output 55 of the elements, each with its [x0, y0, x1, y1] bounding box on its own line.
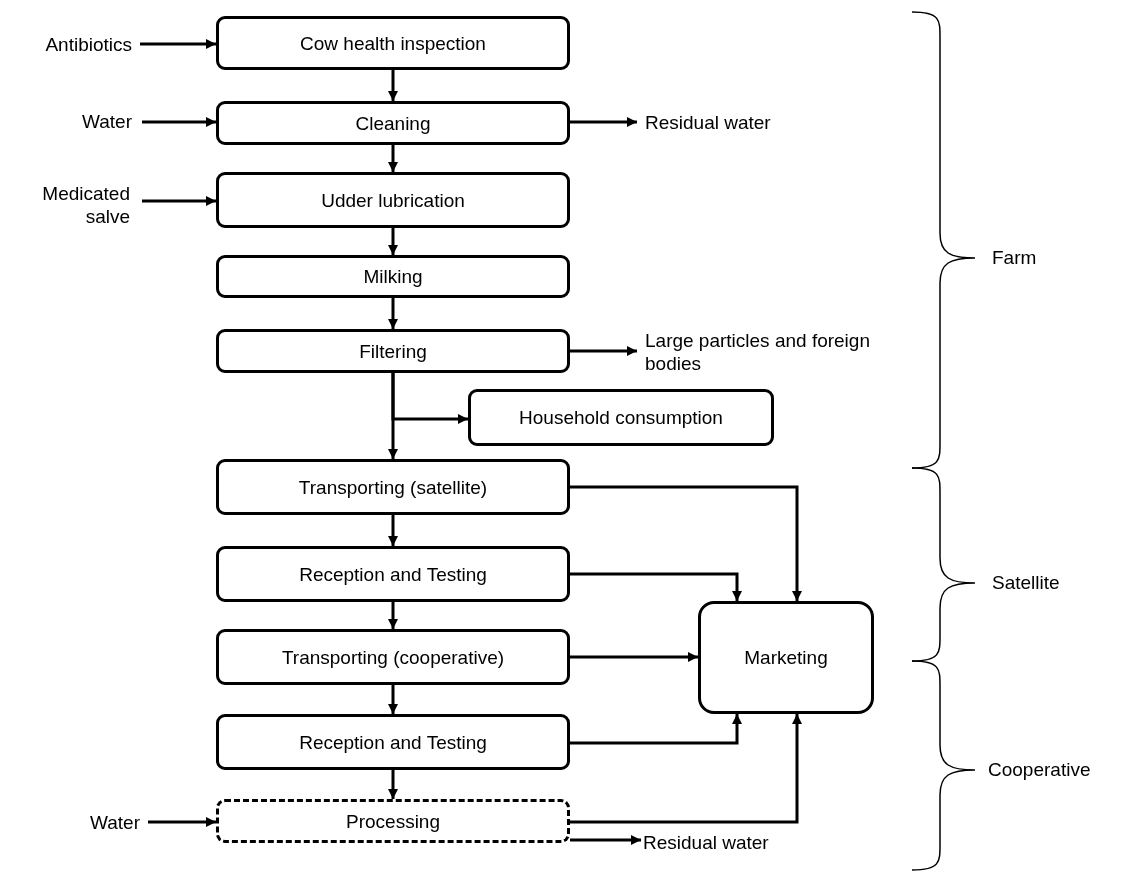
process-label: Udder lubrication: [321, 188, 465, 212]
process-box: [468, 389, 774, 446]
process-label: Transporting (satellite): [298, 475, 488, 499]
process-box: [216, 714, 570, 770]
arrow: [388, 515, 398, 546]
arrow: [388, 685, 398, 714]
arrow: [570, 346, 637, 356]
arrow: [142, 196, 216, 206]
process-label: Marketing: [744, 646, 828, 669]
arrow: [140, 39, 216, 49]
arrow: [388, 602, 398, 629]
flow-label: Water: [90, 810, 140, 834]
arrow: [388, 770, 398, 799]
arrow: [388, 70, 398, 101]
process-box: [216, 546, 570, 602]
process-label: Cleaning: [355, 111, 431, 135]
process-label: Milking: [363, 265, 423, 288]
process-box: [216, 101, 570, 145]
flow-label: Large particles and foreign bodies: [645, 329, 871, 375]
arrow: [388, 373, 398, 459]
arrow: [388, 228, 398, 255]
stage-label: Satellite: [992, 571, 1060, 594]
flow-label: Residual water: [645, 110, 771, 134]
flow-label: Antibiotics: [45, 32, 132, 56]
process-label: Transporting (cooperative): [281, 645, 505, 669]
process-box: [216, 629, 570, 685]
arrow: [570, 117, 637, 127]
dashed-process-box: [216, 799, 570, 843]
process-label: Processing: [346, 809, 440, 833]
process-label: Filtering: [359, 339, 427, 363]
flow-label: Medicated salve: [41, 182, 130, 228]
stage-label: Farm: [992, 246, 1037, 269]
arrow: [388, 298, 398, 329]
arrow: [388, 145, 398, 172]
arrow: [570, 485, 802, 601]
terminal-box: [698, 601, 874, 714]
arrow: [570, 652, 698, 662]
flow-label: Water: [82, 109, 132, 133]
arrow: [148, 817, 216, 827]
arrow: [570, 714, 742, 745]
process-box: [216, 329, 570, 373]
process-label: Reception and Testing: [299, 562, 487, 586]
arrow: [142, 117, 216, 127]
stage-label: Cooperative: [988, 758, 1091, 781]
process-box: [216, 459, 570, 515]
process-label: Cow health inspection: [300, 31, 486, 55]
process-box: [216, 172, 570, 228]
process-box: [216, 16, 570, 70]
process-label: Reception and Testing: [299, 730, 487, 754]
arrow: [570, 835, 641, 845]
arrow: [570, 572, 742, 601]
flow-label: Residual water: [643, 830, 769, 854]
arrow: [570, 714, 802, 824]
process-label: Household consumption: [519, 406, 723, 429]
process-box: [216, 255, 570, 298]
